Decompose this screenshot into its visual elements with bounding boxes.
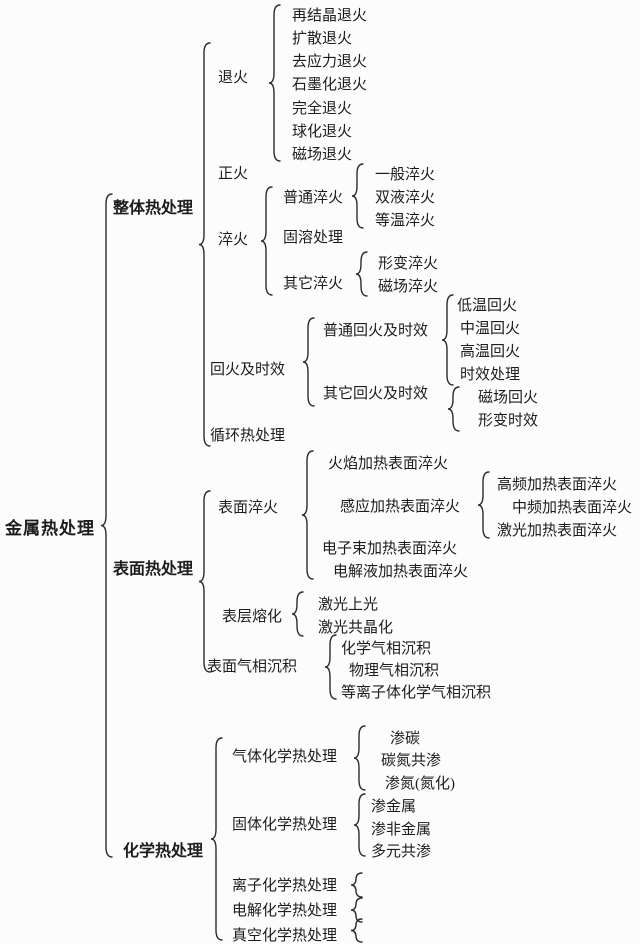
node-electrolyte-surface-quenching: 电解液加热表面淬火 (333, 564, 469, 580)
node-plasma-chemical-vapor-deposition: 等离子体化学气相沉积 (341, 685, 492, 701)
node-spheroidizing-annealing: 球化退火 (292, 124, 353, 140)
brace-chemical-heat-treatment (210, 737, 223, 941)
brace-surface-heat-treatment (198, 490, 211, 673)
node-ion-chemical-heat-treatment: 离子化学热处理 (232, 878, 338, 894)
node-other-quenching: 其它淬火 (283, 276, 344, 292)
node-ordinary-tempering-aging: 普通回火及时效 (323, 323, 429, 339)
node-annealing: 退火 (218, 70, 249, 86)
node-nonmetal-infiltration: 渗非金属 (371, 822, 432, 838)
brace-gas-chemical (353, 725, 366, 791)
brace-induction-heating (477, 471, 490, 539)
node-electron-beam-surface-quenching: 电子束加热表面淬火 (322, 541, 458, 557)
node-metallizing: 渗金属 (371, 799, 417, 815)
brace-ordinary-tempering-aging (441, 294, 454, 386)
brace-surface-quenching (301, 450, 314, 580)
node-isothermal-quenching: 等温淬火 (375, 213, 436, 229)
node-carburizing: 渗碳 (390, 731, 421, 747)
node-diffusion-annealing: 扩散退火 (292, 31, 353, 47)
node-magnetic-field-tempering: 磁场回火 (478, 390, 539, 406)
brace-annealing (268, 4, 281, 162)
node-magnetic-field-quenching: 磁场淬火 (378, 279, 439, 295)
node-solid-chemical-heat-treatment: 固体化学热处理 (232, 817, 338, 833)
node-recrystallization-annealing: 再结晶退火 (292, 8, 368, 24)
node-low-temp-tempering: 低温回火 (457, 298, 518, 314)
node-overall-heat-treatment: 整体热处理 (113, 200, 194, 217)
node-other-tempering-aging: 其它回火及时效 (323, 386, 429, 402)
node-high-frequency-surface-quenching: 高频加热表面淬火 (497, 477, 618, 493)
node-quenching: 淬火 (218, 232, 249, 248)
brace-other-quenching (355, 251, 368, 297)
node-surface-heat-treatment: 表面热处理 (113, 561, 194, 578)
node-multi-element-infiltration: 多元共渗 (371, 844, 432, 860)
node-full-annealing: 完全退火 (292, 101, 353, 117)
node-deformation-aging: 形变时效 (478, 413, 539, 429)
node-surface-melting: 表层熔化 (222, 609, 283, 625)
brace-tempering-and-aging (302, 317, 315, 407)
brace-overall-heat-treatment (198, 42, 211, 447)
brace-other-tempering-aging (447, 386, 460, 432)
node-medium-frequency-surface-quenching: 中频加热表面淬火 (512, 500, 633, 516)
node-laser-glazing: 激光上光 (318, 597, 379, 613)
brace-surface-melting (291, 591, 304, 637)
node-normalizing: 正火 (218, 166, 249, 182)
node-physical-vapor-deposition: 物理气相沉积 (349, 663, 440, 679)
node-ordinary-quenching: 普通淬火 (283, 190, 344, 206)
node-tempering-and-aging: 回火及时效 (210, 362, 286, 378)
brace-ordinary-quenching (351, 163, 364, 229)
node-cyclic-heat-treatment: 循环热处理 (210, 428, 286, 444)
node-medium-temp-tempering: 中温回火 (460, 321, 521, 337)
node-nitriding: 渗氮(氮化) (385, 776, 455, 792)
brace-vacuum-chemical (350, 918, 363, 943)
brace-quenching (260, 186, 273, 296)
node-electrolytic-chemical-heat-treatment: 电解化学热处理 (232, 903, 338, 919)
brace-ion-chemical (350, 872, 363, 898)
node-general-quenching: 一般淬火 (375, 167, 436, 183)
brace-solid-chemical (353, 793, 366, 857)
node-graphitization-annealing: 石墨化退火 (292, 77, 368, 93)
node-high-temp-tempering: 高温回火 (460, 344, 521, 360)
node-chemical-vapor-deposition: 化学气相沉积 (341, 641, 432, 657)
node-magnetic-field-annealing: 磁场退火 (292, 147, 353, 163)
node-metal-heat-treatment: 金属热处理 (5, 519, 95, 538)
node-surface-quenching: 表面淬火 (218, 500, 279, 516)
node-laser-eutectic: 激光共晶化 (318, 620, 394, 636)
node-gas-chemical-heat-treatment: 气体化学热处理 (232, 749, 338, 765)
node-chemical-heat-treatment: 化学热处理 (123, 843, 204, 860)
node-surface-vapor-deposition: 表面气相沉积 (207, 659, 298, 675)
node-flame-heating-surface-quenching: 火焰加热表面淬火 (328, 456, 449, 472)
node-vacuum-chemical-heat-treatment: 真空化学热处理 (232, 928, 338, 944)
node-carbonitriding: 碳氮共渗 (381, 753, 442, 769)
brace-electrolytic-chemical (350, 897, 363, 923)
node-induction-heating-surface-quenching: 感应加热表面淬火 (340, 499, 461, 515)
node-aging-treatment: 时效处理 (460, 367, 521, 383)
node-laser-heating-surface-quenching: 激光加热表面淬火 (497, 523, 618, 539)
node-deformation-quenching: 形变淬火 (378, 256, 439, 272)
brace-root (100, 193, 113, 858)
node-stress-relief-annealing: 去应力退火 (292, 54, 368, 70)
brace-vapor-deposition (324, 634, 337, 700)
node-solution-treatment: 固溶处理 (283, 230, 344, 246)
node-dual-medium-quenching: 双液淬火 (375, 190, 436, 206)
